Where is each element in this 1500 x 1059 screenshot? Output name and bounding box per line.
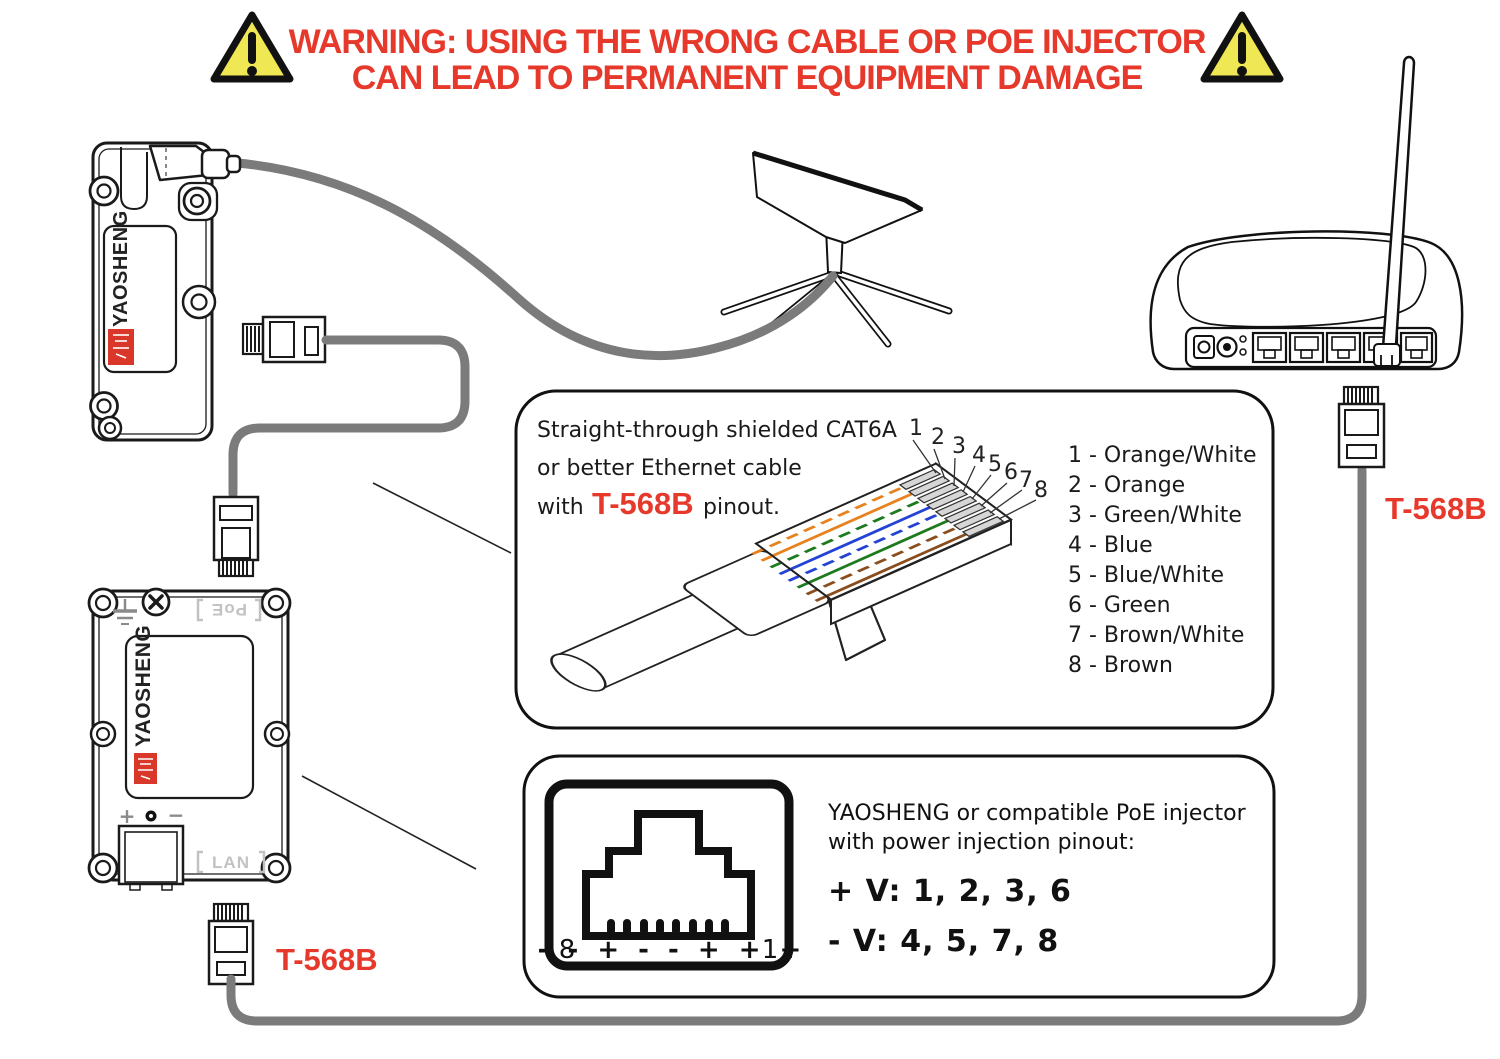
- svg-text:PoE: PoE: [211, 600, 247, 619]
- router-top-surface: [1176, 236, 1427, 328]
- adapter-screws: [88, 175, 217, 441]
- svg-text:−: −: [168, 803, 185, 827]
- injector-terminal-marks: + −: [119, 803, 185, 828]
- jack-pins: [607, 919, 729, 935]
- cable-desc-line3: with T-568B pinout.: [537, 486, 780, 521]
- leader-line-cable-box: [372, 482, 512, 554]
- pinout-list: 1 - Orange/White 2 - Orange 3 - Green/Wh…: [1068, 443, 1257, 678]
- warning-triangle-right-icon: [1200, 11, 1284, 83]
- svg-text:1: 1: [909, 416, 923, 441]
- injector-brand: YAOSHENG: [132, 625, 155, 747]
- jack-polarity-row: - - + - - + + +: [538, 935, 807, 965]
- warning-banner: WARNING: USING THE WRONG CABLE OR POE IN…: [210, 11, 1284, 97]
- cable-spec-box: Straight-through shielded CAT6A or bette…: [514, 389, 1275, 730]
- pinout-row: 1 - Orange/White: [1068, 443, 1257, 468]
- injector-box-line2: with power injection pinout:: [828, 830, 1135, 855]
- adapter-brand-logo: [108, 329, 134, 365]
- injector-box-line1: YAOSHENG or compatible PoE injector: [827, 801, 1247, 826]
- cable-desc-line1: Straight-through shielded CAT6A: [537, 418, 897, 443]
- svg-text:+: +: [119, 804, 136, 828]
- router-ethernet-ports: [1251, 331, 1434, 364]
- svg-text:4: 4: [972, 443, 986, 468]
- lan-port-label: LAN: [196, 850, 266, 874]
- svg-text:6: 6: [1004, 460, 1018, 485]
- injector-label: [124, 634, 255, 800]
- svg-text:5: 5: [988, 452, 1002, 477]
- svg-text:8: 8: [1034, 478, 1048, 503]
- injector-to-router-cable: [226, 465, 1367, 1026]
- pinout-row: 2 - Orange: [1068, 473, 1185, 498]
- leader-line-injector-box: [301, 775, 477, 870]
- adapter-to-injector-cable: [228, 335, 470, 499]
- rj45-connector-poe: [212, 495, 260, 578]
- dish-cable: [233, 158, 838, 361]
- adapter-cable-gland: [148, 144, 242, 182]
- rj45-connector-lan: [207, 902, 255, 986]
- jack-pin1-label: 1: [762, 935, 779, 965]
- injector-brand-logo: [134, 753, 157, 784]
- ground-icon: [113, 599, 137, 625]
- adapter-brand: YAOSHENG: [110, 210, 132, 327]
- wifi-router: [1149, 55, 1464, 371]
- injector-lan-port: [117, 824, 185, 891]
- svg-text:LAN: LAN: [212, 853, 250, 872]
- injector-spec-box: 8 1 - - + - - + + + YAOSHENG or compatib…: [522, 754, 1276, 999]
- dish-panel-edge: [752, 150, 924, 213]
- pinout-row: 6 - Green: [1068, 593, 1171, 618]
- pinout-row: 7 - Brown/White: [1068, 623, 1244, 648]
- injector-box-plus-v: + V: 1, 2, 3, 6: [828, 874, 1072, 909]
- rj45-jack-icon: 8 1 - - + - - + + +: [538, 779, 807, 971]
- pinout-row: 8 - Brown: [1068, 653, 1173, 678]
- router-antenna: [1373, 55, 1416, 367]
- wires: [751, 486, 968, 602]
- rj45-connector-router: [1337, 385, 1386, 469]
- injector-corner-screws: [87, 587, 292, 884]
- starlink-adapter: YAOSHENG: [88, 141, 242, 442]
- rj45-connector-adapter: [241, 315, 327, 364]
- poe-injector: PoE YAOSHENG + − LAN: [87, 587, 292, 891]
- pinout-row: 3 - Green/White: [1068, 503, 1242, 528]
- warning-line1: WARNING: USING THE WRONG CABLE OR POE IN…: [289, 23, 1206, 61]
- poe-port-label: PoE: [196, 598, 262, 622]
- svg-text:3: 3: [952, 434, 966, 459]
- starlink-dish: [720, 150, 953, 348]
- injector-box-minus-v: - V: 4, 5, 7, 8: [828, 924, 1059, 959]
- injector-top-screw: [141, 587, 171, 617]
- pin-callout-numbers: 1 2 3 4 5 6 7 8: [909, 416, 1048, 503]
- rj45-plug-illustration: 1 2 3 4 5 6 7 8: [550, 416, 1048, 692]
- svg-text:2: 2: [931, 425, 945, 450]
- t568b-label-router: T-568B: [1385, 491, 1487, 526]
- router-power-jack: [1193, 335, 1215, 359]
- jack-pin8-label: 8: [559, 935, 576, 965]
- pinout-row: 5 - Blue/White: [1068, 563, 1224, 588]
- svg-text:7: 7: [1019, 468, 1033, 493]
- t568b-label-injector: T-568B: [276, 942, 378, 977]
- pin-callout-leaders: [912, 439, 1037, 520]
- pinout-row: 4 - Blue: [1068, 533, 1153, 558]
- cable-desc-line2: or better Ethernet cable: [537, 456, 802, 481]
- warning-triangle-left-icon: [210, 11, 294, 83]
- warning-line2: CAN LEAD TO PERMANENT EQUIPMENT DAMAGE: [352, 59, 1143, 97]
